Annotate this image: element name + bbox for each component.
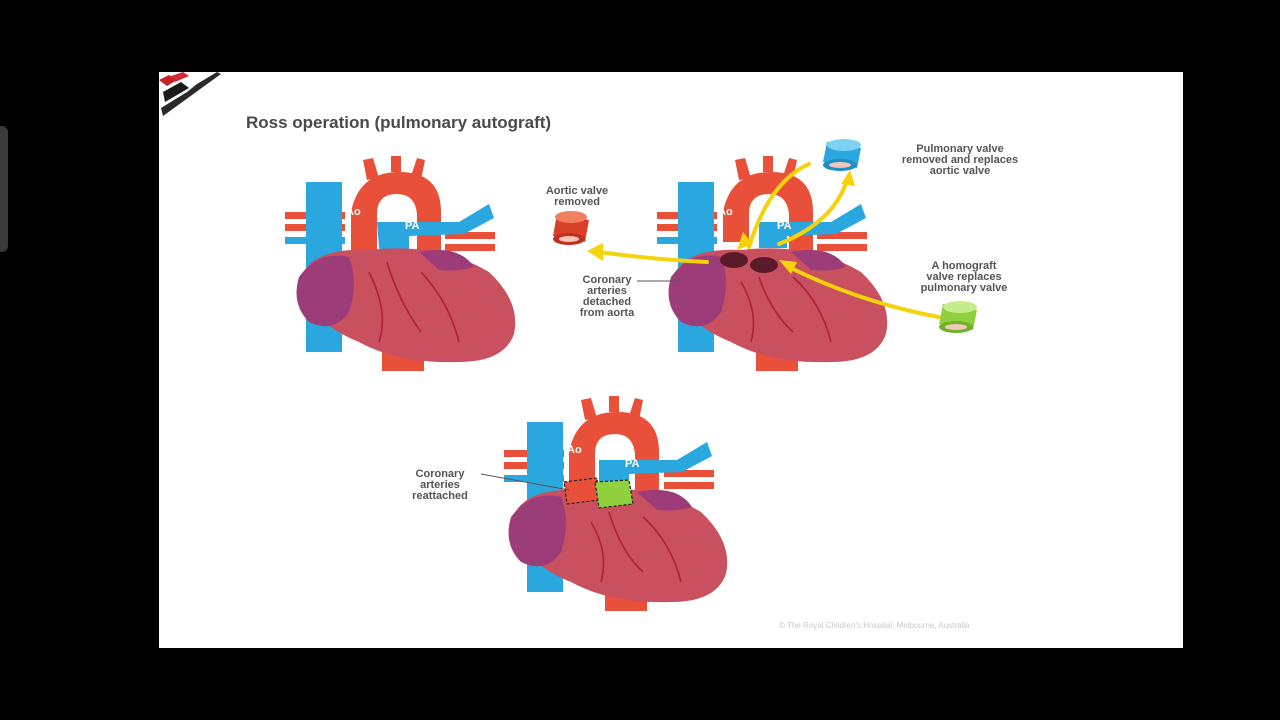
aortic-valve-cylinder: [553, 211, 589, 245]
pa-label: PA: [625, 458, 640, 470]
aorta-label: Ao: [718, 206, 733, 218]
label-pulmonary-valve-removed: Pulmonary valve removed and replaces aor…: [901, 143, 1019, 177]
image-credit: © The Royal Children's Hospital, Melbour…: [779, 621, 970, 630]
side-panel-handle[interactable]: [0, 126, 8, 252]
pulmonary-valve-cylinder: [823, 139, 861, 171]
homograft-cylinder: [939, 301, 977, 333]
heart-illustration-normal: [285, 156, 516, 371]
slide: Ross operation (pulmonary autograft) Ao …: [159, 72, 1183, 648]
page-title: Ross operation (pulmonary autograft): [246, 113, 552, 132]
label-aortic-valve-removed: Aortic valve removed: [545, 185, 609, 208]
aorta-label: Ao: [346, 206, 361, 218]
heart-illustration-valves-removed: [553, 139, 977, 371]
aorta-label: Ao: [567, 444, 582, 456]
heart-illustration-completed: [480, 396, 728, 611]
label-coronary-reattached: Coronary arteries reattached: [412, 468, 468, 502]
pa-label: PA: [405, 220, 420, 232]
pa-label: PA: [777, 220, 792, 232]
label-homograft: A homograft valve replaces pulmonary val…: [920, 260, 1008, 294]
label-coronary-detached: Coronary arteries detached from aorta: [579, 274, 635, 319]
corner-decoration: [159, 72, 221, 122]
